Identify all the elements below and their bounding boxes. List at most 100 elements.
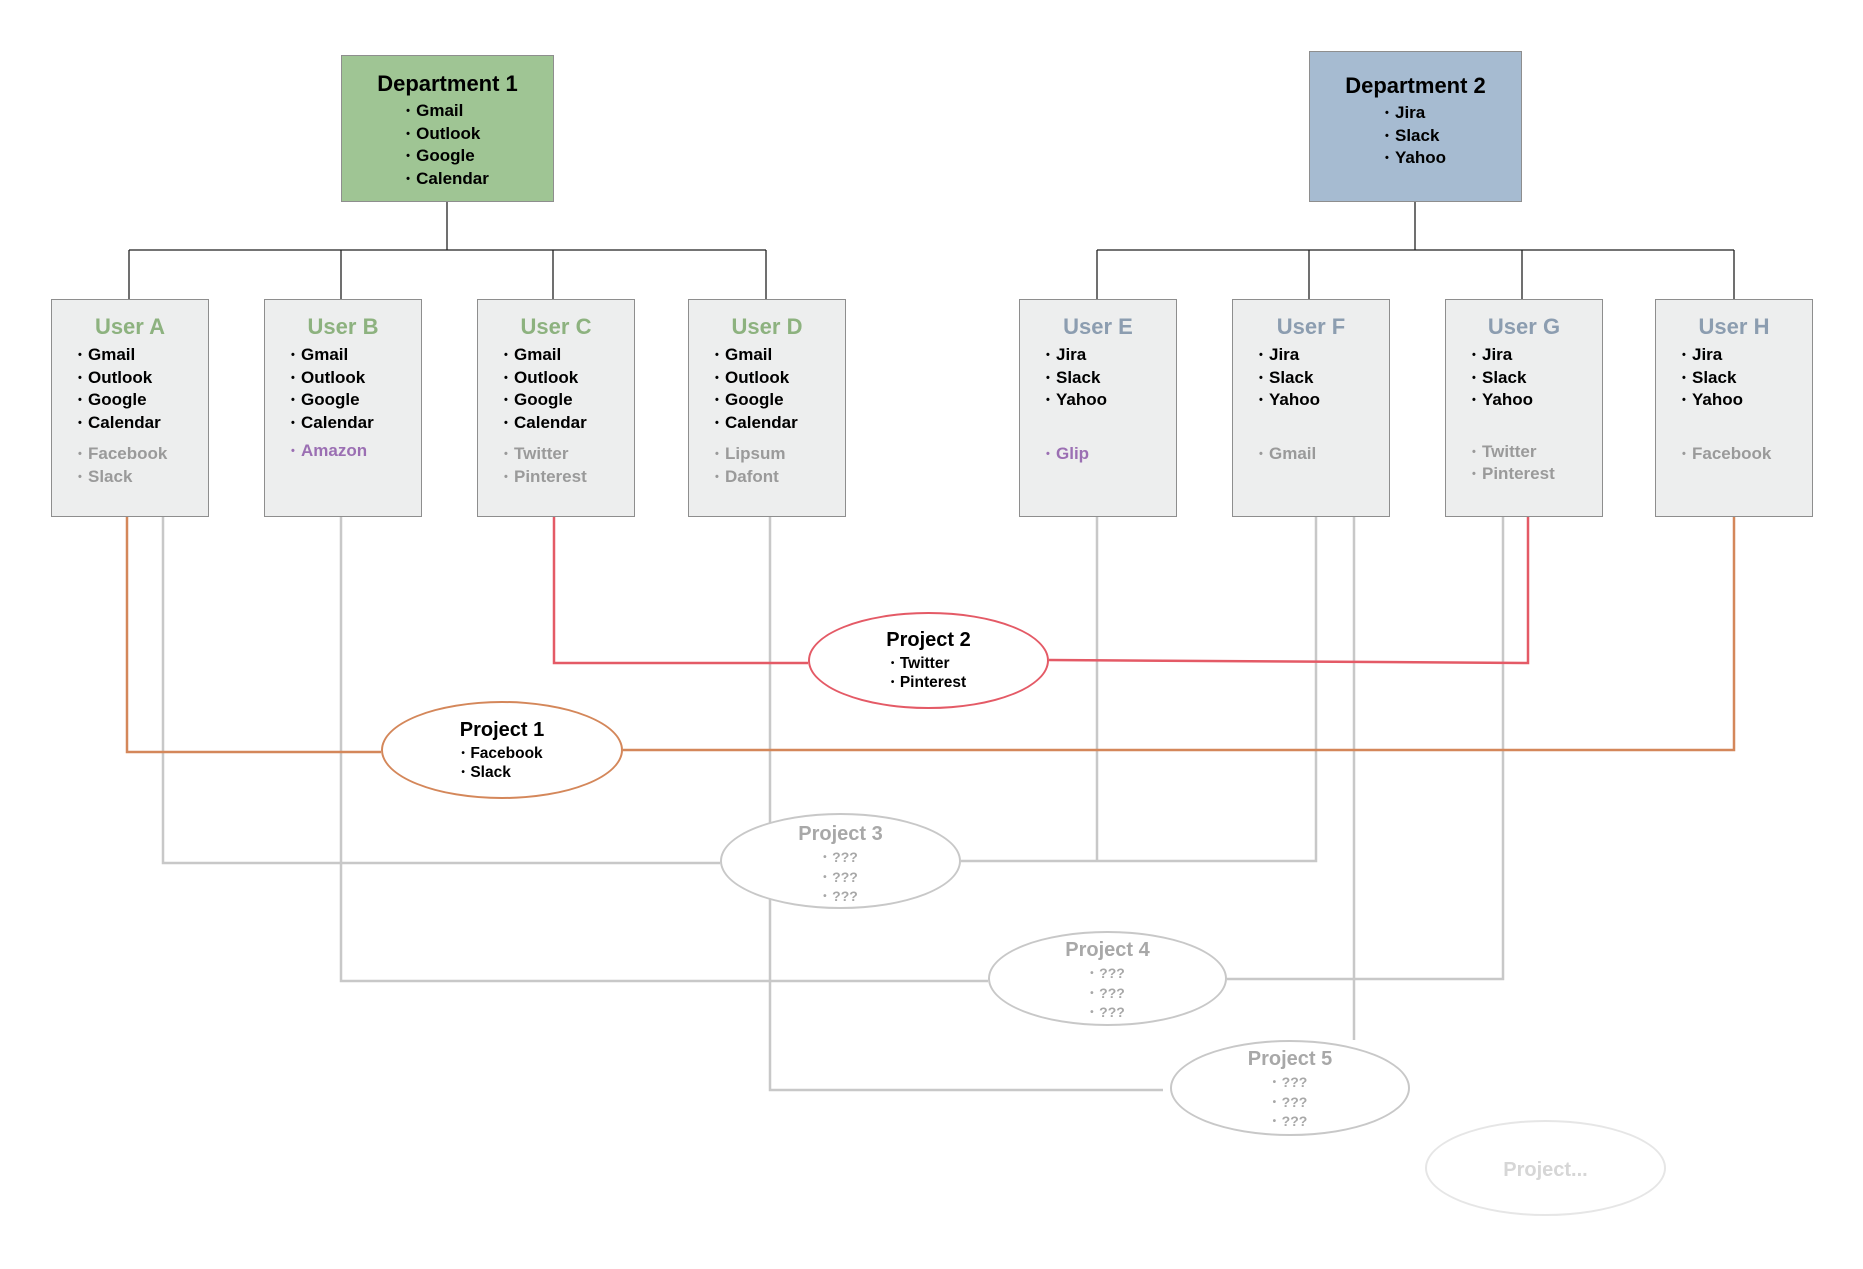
- project-title: Project 4: [1065, 939, 1150, 961]
- link-user-e-f: [961, 517, 1318, 863]
- extra-app-list: •Lipsum •Dafont: [715, 443, 845, 488]
- extra-app-item: •Gmail: [1259, 443, 1317, 463]
- extra-app-item: •Dafont: [715, 466, 779, 486]
- user-title: User F: [1276, 314, 1346, 339]
- app-item: •Jira: [1259, 345, 1300, 364]
- app-item: •Outlook: [504, 367, 579, 387]
- app-item: •Slack: [461, 764, 511, 781]
- project-title: Project...: [1503, 1159, 1588, 1181]
- link-user-a: [161, 517, 720, 865]
- app-item: •Gmail: [715, 345, 773, 364]
- app-item: •Calendar: [291, 412, 374, 432]
- department-title: Department 1: [377, 71, 518, 96]
- extra-app-list: •Twitter •Pinterest: [1472, 441, 1602, 486]
- project-5-node: Project 5 •??? •??? •???: [1170, 1040, 1410, 1136]
- link-user-g: [1227, 517, 1505, 981]
- app-item: •???: [1272, 1113, 1308, 1129]
- app-list: •Gmail •Outlook •Google •Calendar: [78, 344, 208, 434]
- user-d-card: User D •Gmail •Outlook •Google •Calendar…: [688, 299, 846, 517]
- app-item: •Jira: [1384, 103, 1426, 122]
- user-b-card: User B •Gmail •Outlook •Google •Calendar…: [264, 299, 422, 517]
- link-user-h: [623, 517, 1736, 752]
- app-item: •???: [1090, 984, 1125, 1001]
- user-title: User G: [1487, 314, 1561, 339]
- app-item: •Calendar: [406, 168, 489, 188]
- app-item: •???: [1272, 1074, 1308, 1090]
- department-2-card: Department 2 •Jira •Slack •Yahoo: [1309, 51, 1522, 202]
- project-2-links: [552, 517, 1530, 665]
- app-item: •Yahoo: [1682, 390, 1744, 409]
- link-user-g: [1048, 517, 1530, 665]
- app-list: •Jira •Slack •Yahoo: [1472, 344, 1602, 412]
- app-list: •Twitter •Pinterest: [891, 654, 966, 692]
- user-c-card: User C •Gmail •Outlook •Google •Calendar…: [477, 299, 635, 517]
- app-list: •??? •??? •???: [1090, 964, 1125, 1023]
- extra-app-list: •Gmail: [1259, 443, 1389, 466]
- extra-app-list: •Facebook •Slack: [78, 443, 208, 488]
- app-item: •Google: [715, 390, 784, 409]
- extra-app-list: •Twitter •Pinterest: [504, 443, 634, 488]
- app-list: •Jira •Slack •Yahoo: [1046, 344, 1176, 412]
- extra-app-item: •Lipsum: [715, 444, 786, 463]
- user-title: User D: [731, 314, 803, 339]
- app-item: •???: [1090, 965, 1125, 981]
- app-item: •???: [1090, 1004, 1125, 1020]
- app-item: •???: [823, 868, 858, 885]
- extra-app-item: •Glip: [1046, 443, 1090, 463]
- app-item: •Calendar: [715, 412, 798, 432]
- app-item: •Google: [504, 390, 573, 409]
- app-item: •???: [1272, 1093, 1308, 1110]
- project-title: Project 3: [798, 823, 883, 845]
- app-list: •Jira •Slack •Yahoo: [1259, 344, 1389, 412]
- app-list: •Gmail •Outlook •Google •Calendar: [504, 344, 634, 434]
- dept-1-tree-lines: [128, 202, 767, 299]
- link-user-d: [768, 517, 1163, 1092]
- app-item: •Yahoo: [1472, 390, 1534, 409]
- project-title: Project 5: [1247, 1048, 1333, 1070]
- app-item: •Jira: [1682, 345, 1723, 364]
- app-item: •Yahoo: [1259, 390, 1321, 409]
- app-list: •Gmail •Outlook •Google •Calendar: [406, 100, 489, 190]
- app-list: •Jira •Slack •Yahoo: [1385, 102, 1446, 170]
- app-item: •Outlook: [715, 367, 790, 387]
- project-4-node: Project 4 •??? •??? •???: [988, 931, 1227, 1026]
- user-f-card: User F •Jira •Slack •Yahoo •Gmail: [1232, 299, 1390, 517]
- project-1-node: Project 1 •Facebook •Slack: [381, 701, 623, 799]
- extra-app-list: •Amazon: [291, 440, 421, 463]
- user-e-card: User E •Jira •Slack •Yahoo •Glip: [1019, 299, 1177, 517]
- app-item: •Google: [291, 390, 360, 409]
- app-item: •Outlook: [78, 367, 153, 387]
- user-title: User H: [1698, 314, 1770, 339]
- app-item: •Slack: [1472, 367, 1527, 387]
- project-3-node: Project 3 •??? •??? •???: [720, 813, 961, 909]
- app-item: •Jira: [1472, 345, 1513, 364]
- user-g-card: User G •Jira •Slack •Yahoo •Twitter •Pin…: [1445, 299, 1603, 517]
- project-title: Project 1: [459, 719, 545, 741]
- department-1-card: Department 1 •Gmail •Outlook •Google •Ca…: [341, 55, 554, 202]
- app-item: •???: [823, 849, 858, 865]
- app-list: •Facebook •Slack: [461, 744, 542, 782]
- extra-app-list: •Facebook: [1682, 443, 1812, 466]
- app-list: •Gmail •Outlook •Google •Calendar: [291, 344, 421, 434]
- project-3-links: [161, 517, 1318, 865]
- extra-app-item: •Pinterest: [1472, 464, 1555, 483]
- app-item: •Gmail: [504, 345, 562, 364]
- department-title: Department 2: [1345, 73, 1486, 98]
- app-item: •Outlook: [406, 123, 481, 143]
- project-2-node: Project 2 •Twitter •Pinterest: [808, 612, 1049, 709]
- user-h-card: User H •Jira •Slack •Yahoo •Facebook: [1655, 299, 1813, 517]
- extra-app-list: •Glip: [1046, 443, 1176, 466]
- user-title: User B: [307, 314, 379, 339]
- app-item: •Slack: [1384, 125, 1440, 145]
- extra-app-item: •Slack: [78, 466, 133, 486]
- app-list: •Gmail •Outlook •Google •Calendar: [715, 344, 845, 434]
- extra-app-item: •Twitter: [504, 444, 569, 463]
- user-title: User C: [520, 314, 592, 339]
- link-user-c: [552, 517, 808, 665]
- extra-app-item: •Facebook: [78, 444, 168, 463]
- user-title: User A: [94, 314, 166, 339]
- extra-app-item: •Amazon: [291, 441, 368, 460]
- project-5-links: [768, 517, 1356, 1092]
